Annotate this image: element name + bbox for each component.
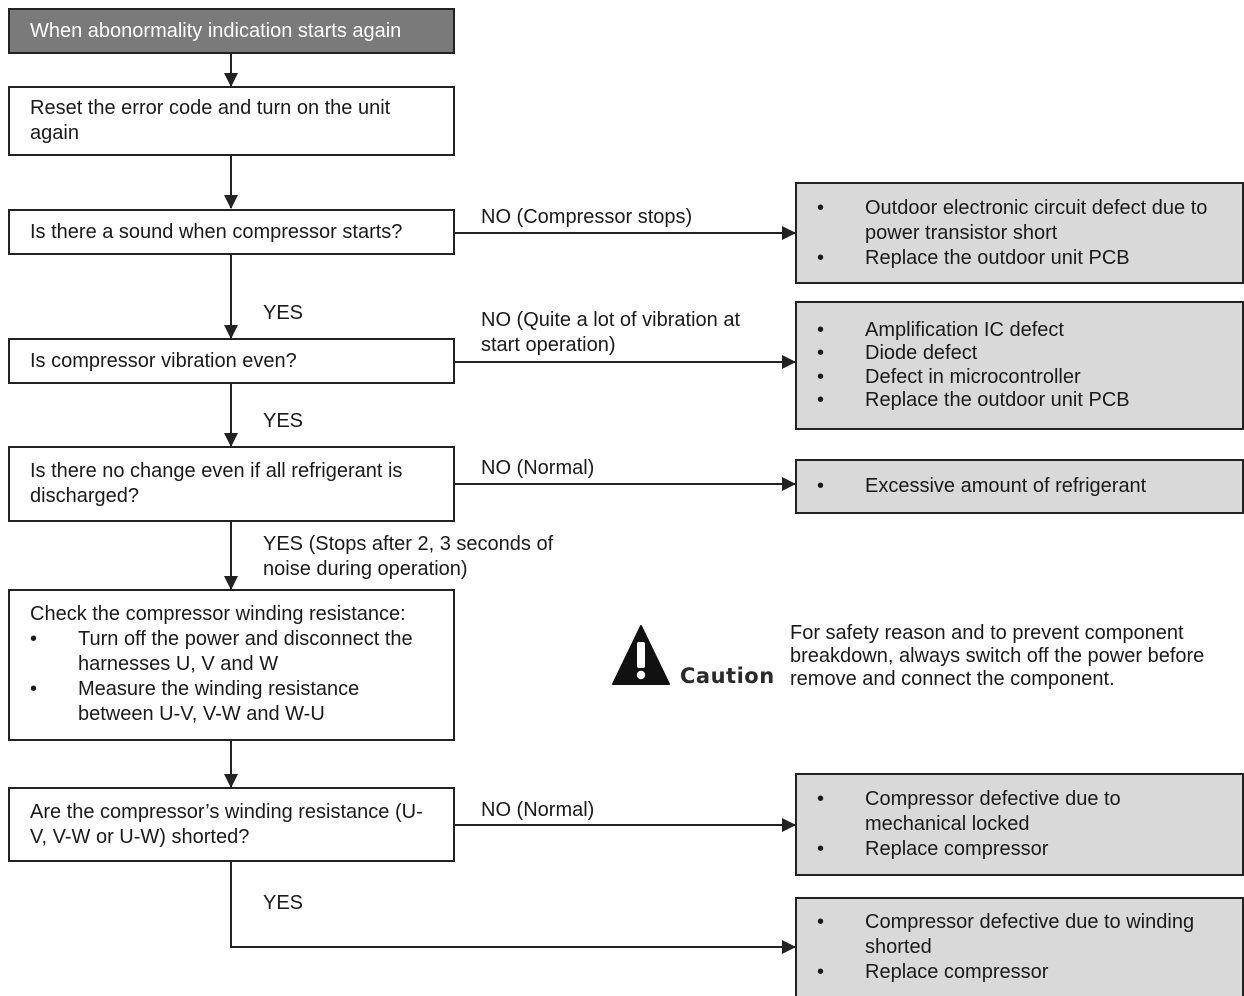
- winding-check-item: Turn off the power and disconnect the ha…: [28, 627, 433, 677]
- winding-check-box: Check the compressor winding resistance:…: [8, 589, 455, 741]
- result-box-refrigerant: Excessive amount of refrigerant: [795, 459, 1244, 514]
- sound-question-text: Is there a sound when compressor starts?: [30, 220, 403, 243]
- start-box: When abonormality indication starts agai…: [8, 8, 455, 54]
- label-yes: YES: [263, 302, 304, 324]
- refrigerant-question-box: Is there no change even if all refrigera…: [8, 446, 455, 522]
- result-item: Replace the outdoor unit PCB: [815, 389, 1232, 413]
- result-item: Defect in microcontroller: [815, 366, 1232, 390]
- refrigerant-question-text: Is there no change even if all refrigera…: [30, 460, 403, 507]
- vibration-question-text: Is compressor vibration even?: [30, 349, 297, 372]
- winding-shorted-question-text: Are the compressor’s winding resistance …: [30, 800, 423, 848]
- winding-shorted-question-box: Are the compressor’s winding resistance …: [8, 787, 455, 862]
- reset-text: Reset the error code and turn on the uni…: [30, 97, 391, 144]
- label-no-vibration: NO (Quite a lot of vibration at start op…: [481, 309, 741, 356]
- result-box-amplification: Amplification IC defect Diode defect Def…: [795, 301, 1244, 430]
- label-yes-stops: YES (Stops after 2, 3 seconds of noise d…: [263, 533, 554, 580]
- result-item: Replace compressor: [815, 837, 1232, 862]
- winding-check-item: Measure the winding resistance between U…: [28, 677, 433, 727]
- result-item: Replace compressor: [815, 960, 1232, 985]
- label-yes: YES: [263, 892, 304, 914]
- result-box-winding-shorted: Compressor defective due to winding shor…: [795, 897, 1244, 996]
- result-item: Replace the outdoor unit PCB: [815, 246, 1232, 271]
- arrow-yes-winding: [230, 861, 796, 954]
- reset-box: Reset the error code and turn on the uni…: [8, 86, 455, 156]
- start-text: When abonormality indication starts agai…: [30, 19, 402, 42]
- vibration-question-box: Is compressor vibration even?: [8, 338, 455, 384]
- label-yes: YES: [263, 410, 304, 432]
- result-item: Excessive amount of refrigerant: [815, 474, 1232, 499]
- label-no-compressor-stops: NO (Compressor stops): [481, 206, 693, 228]
- label-no-normal: NO (Normal): [481, 799, 595, 821]
- result-box-mechanical-locked: Compressor defective due to mechanical l…: [795, 773, 1244, 876]
- sound-question-box: Is there a sound when compressor starts?: [8, 209, 455, 255]
- winding-check-title: Check the compressor winding resistance:: [30, 603, 406, 625]
- caution-label: Caution: [680, 664, 775, 688]
- caution-text: For safety reason and to prevent compone…: [790, 622, 1205, 690]
- label-no-normal: NO (Normal): [481, 457, 595, 479]
- result-item: Amplification IC defect: [815, 319, 1232, 343]
- result-item: Compressor defective due to winding shor…: [815, 910, 1232, 960]
- warning-triangle-icon: [612, 625, 670, 685]
- result-item: Compressor defective due to mechanical l…: [815, 787, 1232, 837]
- result-item: Outdoor electronic circuit defect due to…: [815, 196, 1232, 246]
- result-box-power-transistor: Outdoor electronic circuit defect due to…: [795, 182, 1244, 284]
- result-item: Diode defect: [815, 342, 1232, 366]
